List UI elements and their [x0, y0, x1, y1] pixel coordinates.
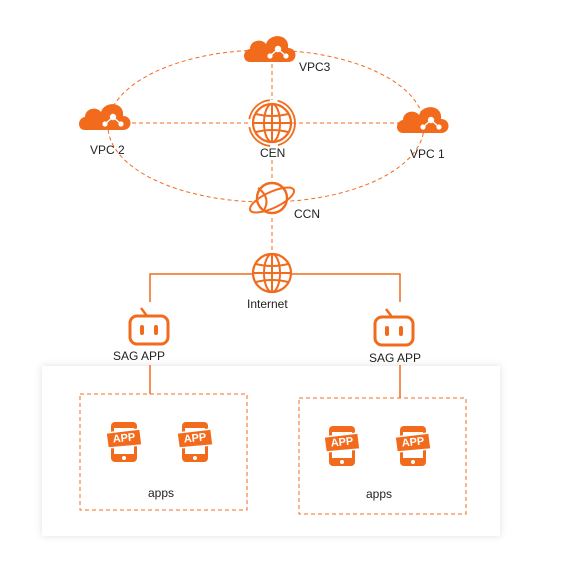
app-icon-right-1: APP	[323, 426, 361, 466]
vpc3-cloud-icon	[243, 35, 297, 63]
sag-right-icon	[373, 307, 415, 347]
sag-right-label: SAG APP	[369, 351, 421, 365]
app-icon-left-1: APP	[105, 422, 143, 462]
app-group-left-label: apps	[148, 486, 174, 500]
cen-icon	[248, 99, 296, 147]
link-internet-sag-right	[292, 273, 401, 302]
internet-globe-icon	[251, 252, 293, 294]
app-icon-right-2-badge-text: APP	[401, 435, 425, 449]
app-group-right-label: apps	[366, 487, 392, 501]
app-group-right	[298, 397, 467, 515]
vpc1-cloud-icon	[396, 106, 450, 134]
sag-left-label: SAG APP	[113, 349, 165, 363]
vpc3-label: VPC3	[299, 60, 331, 74]
app-icon-left-2: APP	[176, 422, 214, 462]
cen-label: CEN	[260, 146, 285, 160]
app-icon-right-2: APP	[394, 426, 432, 466]
ccn-icon	[248, 181, 296, 215]
ccn-label: CCN	[294, 207, 320, 221]
app-icon-right-1-badge-text: APP	[330, 435, 354, 449]
vpc2-cloud-icon	[78, 103, 132, 131]
vpc2-label: VPC 2	[90, 143, 125, 157]
link-internet-sag-left	[149, 273, 253, 302]
sag-left-icon	[128, 306, 170, 346]
vpc1-label: VPC 1	[410, 147, 445, 161]
internet-label: Internet	[247, 297, 288, 311]
app-icon-left-1-badge-text: APP	[112, 431, 136, 445]
app-icon-left-2-badge-text: APP	[183, 431, 207, 445]
app-group-left	[79, 393, 248, 511]
branch-panel	[42, 366, 500, 536]
apps-layer: APP APP APP APP	[105, 422, 432, 466]
